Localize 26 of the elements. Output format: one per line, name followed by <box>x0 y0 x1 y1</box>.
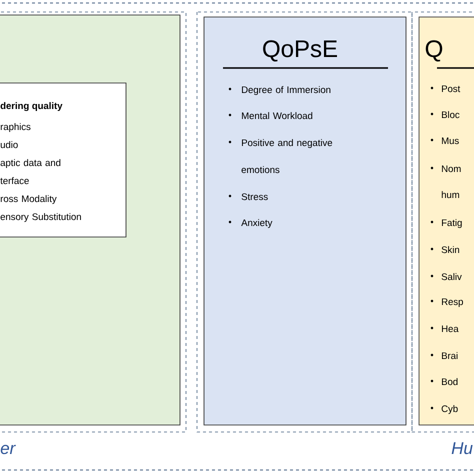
list-item: Degree of Immersion <box>228 86 330 95</box>
list-item: Hea <box>430 325 459 332</box>
list-item: Post <box>430 85 460 92</box>
list-item: Resp <box>430 298 463 307</box>
list-item: Cyb <box>430 405 458 414</box>
list-item: Skin <box>430 246 460 254</box>
list-item: ross Modality <box>0 195 57 204</box>
panel-heading: Q <box>426 40 442 62</box>
list-item: udio <box>0 141 18 148</box>
list-heading: dering quality <box>0 102 62 111</box>
list-item: Anxiety <box>228 219 272 228</box>
list-item: raphics <box>0 123 30 132</box>
list-item: ensory Substitution <box>0 213 81 222</box>
list-item: Positive and negative emotions <box>228 139 332 174</box>
section-label: Hu <box>452 442 473 454</box>
list-item: Mus <box>430 137 459 144</box>
list-item: Bloc <box>430 111 460 118</box>
list-item: Stress <box>228 193 268 200</box>
section-label: er <box>0 444 16 454</box>
list-item: Nom hum <box>430 165 461 198</box>
list-item: Mental Workload <box>228 112 312 120</box>
list-item: Bod <box>430 378 458 386</box>
list-item: Saliv <box>430 273 462 280</box>
panel-heading: QoPsE <box>263 40 337 62</box>
list-item: Fatig <box>430 219 462 228</box>
list-item: Brai <box>430 352 458 360</box>
